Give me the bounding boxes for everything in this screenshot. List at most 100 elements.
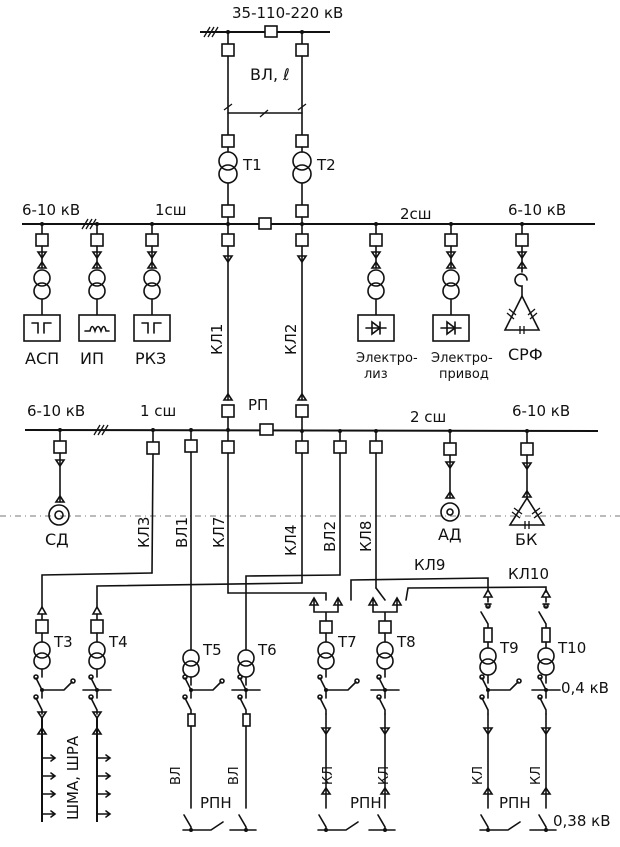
transformer-t2-label: Т2 [316,156,336,174]
breaker-icon [90,619,104,634]
hv-breaker-2 [295,43,309,57]
lv-line-label-t5: ВЛ [169,766,184,785]
route-kl4-t4 [96,582,303,609]
rp-bus-section: 6-10 кВ 1 сш 2 сш 6-10 кВ [24,402,599,436]
breaker-icon [35,619,49,634]
transformer-icon [182,649,200,678]
transformer-label: Т7 [337,633,357,651]
hv-bus-section: 35-110-220 кВ ВЛ, ℓ Т1 Т2 [200,4,343,225]
async-motor-icon [440,502,460,522]
transformer-t2-icon [292,151,312,184]
consumer-voltage-label: 0,38 кВ [553,812,611,830]
rpn-switch-icon [182,821,224,831]
gpp-voltage-right: 6-10 кВ [508,201,566,219]
hv-voltage-label: 35-110-220 кВ [232,4,343,22]
lv-line-label-t9: КЛ [471,766,486,785]
busducts-label: ШМА, ШРА [64,735,82,820]
shop-substation-т9: Т9 [479,588,522,832]
rpn-switch-icon [479,821,521,831]
gpp-section1-label: 1сш [155,201,187,219]
gpp-load-6: СРФ [503,222,543,364]
converter-icon [23,314,61,342]
induction-icon [78,314,116,342]
rp-load-ad-label: АД [438,525,461,544]
breaker-icon [444,233,458,247]
gpp-load-label: РКЗ [135,349,166,368]
gpp-load-label-line1: Электро- [356,351,418,366]
transformer-icon [442,269,460,300]
route-kl10 [405,586,547,601]
gpp-load-5: Электро-привод [431,222,493,382]
route-kl8-t8 [375,587,386,601]
transformer-icon [143,269,161,300]
fuse-icon [483,627,493,643]
lv-line-label-t8: КЛ [377,766,392,785]
rp-loads: СД АД БК [45,428,546,549]
feeder-vl2-label: ВЛ2 [321,521,339,552]
transformer-icon [33,269,51,300]
feeder-kl8-label: КЛ8 [357,521,375,552]
rp-load-sd-label: СД [45,530,69,549]
gpp-load-2: ИП [78,222,116,368]
lower-labels: 0,4 кВ ШМА, ШРА ВЛ ВЛ КЛ КЛ КЛ КЛ РПН РП… [64,679,611,830]
gpp-load-label-line2: привод [439,367,489,382]
gpp-rp-cables: КЛ1 КЛ2 РП [208,223,309,431]
rectifier-icon [357,314,395,342]
transformer-icon [537,647,555,676]
rpn-label-2: РПН [350,794,382,812]
line-break-marks [223,103,307,118]
transformer-icon [88,269,106,300]
shop-substation-т4: Т4 [82,605,128,822]
transformer-label: Т4 [108,633,128,651]
sectional-switch-icon [41,681,73,691]
rp-busbar [24,429,599,432]
transformer-icon [376,641,394,670]
lv-line-label-t10: КЛ [529,766,544,785]
fuse-icon [541,627,551,643]
breaker-icon [319,620,333,634]
fuse-icon [187,713,196,727]
hv-bus-3phase-mark [203,26,219,38]
transformer-label: Т5 [202,641,222,659]
transformer-t1-label: Т1 [242,156,262,174]
gpp-load-label-line2: лиз [364,367,388,382]
transformer-icon [317,641,335,670]
gpp-load-1: АСП [23,222,61,368]
ring-kl10-label: КЛ10 [508,565,549,583]
transformer-icon [479,647,497,676]
shop-substation-т6: Т6 [229,641,277,832]
gpp-load-3: РКЗ [133,222,171,368]
transformer-t1-icon [218,151,238,184]
rpn-label-1: РПН [200,794,232,812]
hv-sectional-breaker [264,25,278,38]
gpp-load-label: АСП [25,349,59,368]
lv-line-label-t6: ВЛ [227,766,242,785]
shop-substation-т8: Т8 [367,596,416,832]
shop-substation-т3: Т3 [33,605,76,822]
fuse-icon [242,713,251,727]
rp-feeders: КЛ3 ВЛ1 КЛ7 КЛ4 ВЛ2 КЛ8 [41,428,549,651]
route-vl2-t6 [245,574,341,651]
gpp-bus-3phase-mark [81,218,97,230]
converter-icon [133,314,171,342]
rectifier-icon [432,314,470,342]
gpp-load-label-line1: Электро- [431,351,493,366]
feeder-vl1-label: ВЛ1 [173,517,191,548]
rpn-label-3: РПН [499,794,531,812]
sectional-switch-icon [325,681,357,691]
rp-section2-label: 2 сш [410,408,446,426]
transformer-icon [33,641,51,670]
transformer-label: Т9 [499,639,519,657]
cable-kl1-label: КЛ1 [208,324,226,355]
overhead-line-label: ВЛ, ℓ [250,65,290,84]
shop-substation-т5: Т5 [182,641,225,832]
feeder-kl7-label: КЛ7 [210,517,228,548]
gpp-sectional-breaker [258,217,272,230]
transformer-label: Т8 [396,633,416,651]
lv-line-label-t7: КЛ [321,766,336,785]
sectional-switch-icon [190,681,222,691]
breaker-icon [369,233,383,247]
transformer-label: Т3 [53,633,73,651]
rp-voltage-left: 6-10 кВ [27,402,85,420]
